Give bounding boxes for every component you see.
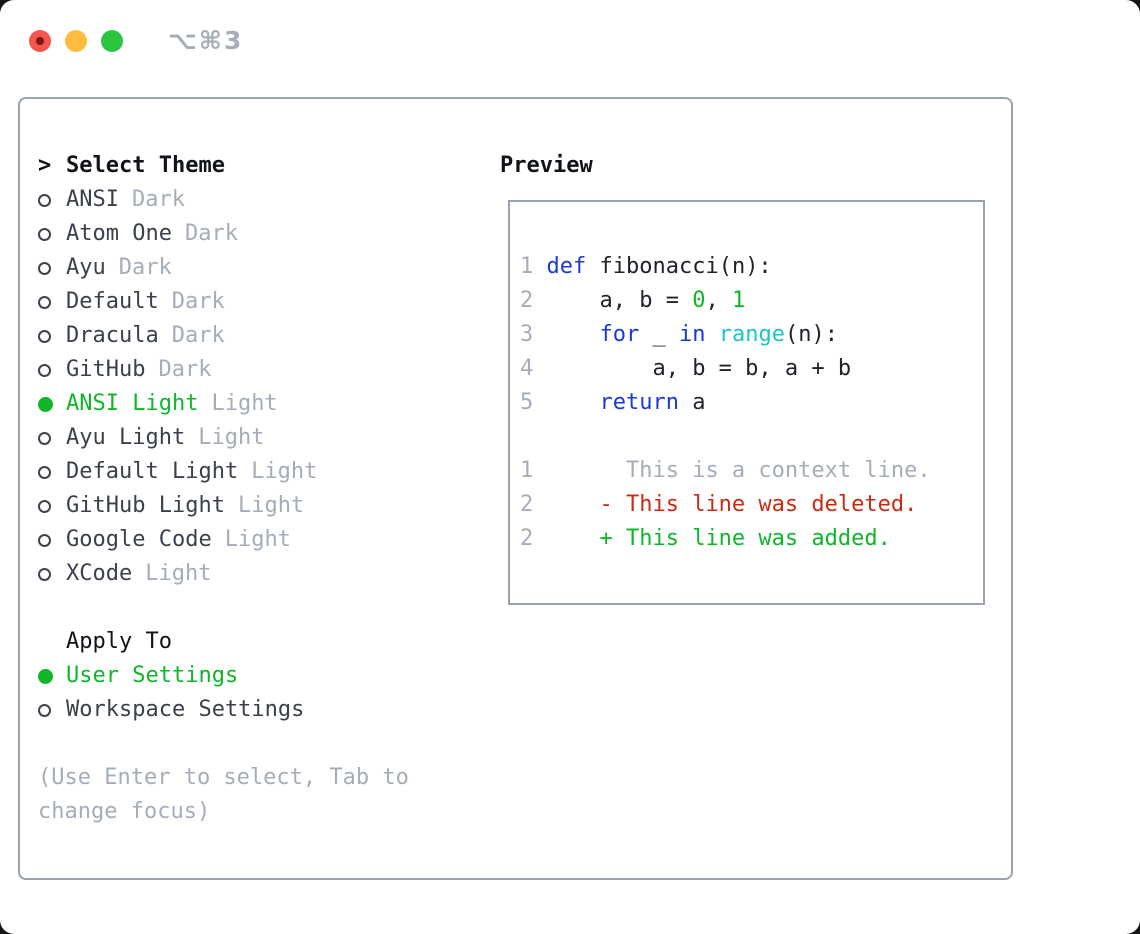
- apply-option-label: Workspace Settings: [66, 697, 305, 722]
- code-line: 2 - This line was deleted.: [520, 492, 918, 517]
- theme-variant-badge: Dark: [131, 187, 185, 212]
- theme-option-github-dark[interactable]: GitHub Dark: [38, 353, 409, 387]
- theme-name: Ayu: [66, 255, 106, 280]
- line-number: 2: [520, 288, 534, 313]
- apply-to-header: Apply To: [38, 625, 409, 659]
- preview-title: Preview: [500, 153, 593, 178]
- radio-icon: [38, 431, 66, 445]
- theme-variant-badge: Light: [211, 391, 278, 416]
- code-preview: 1 def fibonacci(n): 2 a, b = 0, 1 3 for _ …: [510, 202, 983, 556]
- spacer: [38, 727, 409, 761]
- line-number: 2: [520, 526, 534, 551]
- theme-name: ANSI Light: [66, 391, 199, 416]
- hint-line-2: change focus): [38, 799, 211, 824]
- theme-name: GitHub: [66, 357, 146, 382]
- zoom-button[interactable]: [101, 29, 123, 52]
- radio-icon: [38, 363, 66, 377]
- minimize-button[interactable]: [65, 29, 87, 52]
- radio-selected-icon: [38, 396, 66, 412]
- theme-option-dracula-dark[interactable]: Dracula Dark: [38, 319, 409, 353]
- theme-option-github-light-light[interactable]: GitHub Light Light: [38, 489, 409, 523]
- prompt-icon: >: [38, 153, 52, 178]
- line-number: 1: [520, 254, 534, 279]
- theme-variant-badge: Dark: [171, 289, 225, 314]
- line-number: 1: [520, 458, 534, 483]
- theme-variant-badge: Dark: [171, 323, 225, 348]
- theme-option-atom-one-dark[interactable]: Atom One Dark: [38, 217, 409, 251]
- radio-icon: [38, 533, 66, 547]
- radio-icon: [38, 227, 66, 241]
- code-line: 2 + This line was added.: [520, 526, 891, 551]
- theme-option-default-light-light[interactable]: Default Light Light: [38, 455, 409, 489]
- theme-option-ayu-light-light[interactable]: Ayu Light Light: [38, 421, 409, 455]
- radio-icon: [38, 567, 66, 581]
- close-button[interactable]: [29, 29, 51, 52]
- apply-to-title: Apply To: [66, 629, 172, 654]
- radio-icon: [38, 703, 66, 717]
- theme-name: Atom One: [66, 221, 172, 246]
- theme-name: XCode: [66, 561, 133, 586]
- line-number: 5: [520, 390, 534, 415]
- radio-icon: [38, 499, 66, 513]
- theme-variant-badge: Light: [237, 493, 305, 518]
- radio-icon: [38, 295, 66, 309]
- code-line: [520, 420, 983, 454]
- theme-option-default-dark[interactable]: Default Dark: [38, 285, 409, 319]
- theme-variant-badge: Light: [198, 425, 265, 450]
- theme-name: Default Light: [66, 459, 239, 484]
- theme-list-title: Select Theme: [66, 153, 225, 178]
- radio-icon: [38, 465, 66, 479]
- apply-option-label: User Settings: [66, 663, 239, 688]
- hint-line-1: (Use Enter to select, Tab to: [38, 765, 409, 790]
- code-line: 2 a, b = 0, 1: [520, 288, 746, 313]
- theme-variant-badge: Light: [224, 527, 291, 552]
- theme-variant-badge: Dark: [158, 357, 212, 382]
- apply-option-user-settings[interactable]: User Settings: [38, 659, 409, 693]
- theme-variant-badge: Dark: [184, 221, 238, 246]
- radio-icon: [38, 261, 66, 275]
- code-line: 4 a, b = b, a + b: [520, 356, 852, 381]
- theme-variant-badge: Light: [145, 561, 212, 586]
- radio-icon: [38, 193, 66, 207]
- code-line: 1 This is a context line.: [520, 458, 931, 483]
- theme-name: Default: [66, 289, 159, 314]
- theme-option-xcode-light[interactable]: XCode Light: [38, 557, 409, 591]
- theme-name: GitHub Light: [66, 493, 225, 518]
- theme-name: Ayu Light: [66, 425, 186, 450]
- preview-pane: 1 def fibonacci(n): 2 a, b = 0, 1 3 for _ …: [508, 200, 985, 605]
- window-title: ⌥⌘3: [168, 26, 244, 55]
- theme-list-header: > Select Theme: [38, 149, 409, 183]
- line-number: 2: [520, 492, 534, 517]
- theme-variant-badge: Light: [251, 459, 318, 484]
- code-line: 3 for _ in range(n):: [520, 322, 838, 347]
- titlebar: ⌥⌘3: [29, 26, 243, 55]
- code-line: 1 def fibonacci(n):: [520, 254, 772, 279]
- theme-name: Google Code: [66, 527, 212, 552]
- close-dot-icon: [36, 36, 44, 45]
- theme-variant-badge: Dark: [118, 255, 172, 280]
- theme-name: Dracula: [66, 323, 159, 348]
- theme-option-ansi-dark[interactable]: ANSI Dark: [38, 183, 409, 217]
- radio-selected-icon: [38, 668, 66, 684]
- theme-name: ANSI: [66, 187, 119, 212]
- theme-option-ansi-light-light[interactable]: ANSI Light Light: [38, 387, 409, 421]
- theme-option-ayu-dark[interactable]: Ayu Dark: [38, 251, 409, 285]
- line-number: 4: [520, 356, 534, 381]
- code-line: 5 return a: [520, 390, 706, 415]
- line-number: 3: [520, 322, 534, 347]
- spacer: [38, 591, 409, 625]
- radio-icon: [38, 329, 66, 343]
- apply-option-workspace-settings[interactable]: Workspace Settings: [38, 693, 409, 727]
- theme-option-google-code-light[interactable]: Google Code Light: [38, 523, 409, 557]
